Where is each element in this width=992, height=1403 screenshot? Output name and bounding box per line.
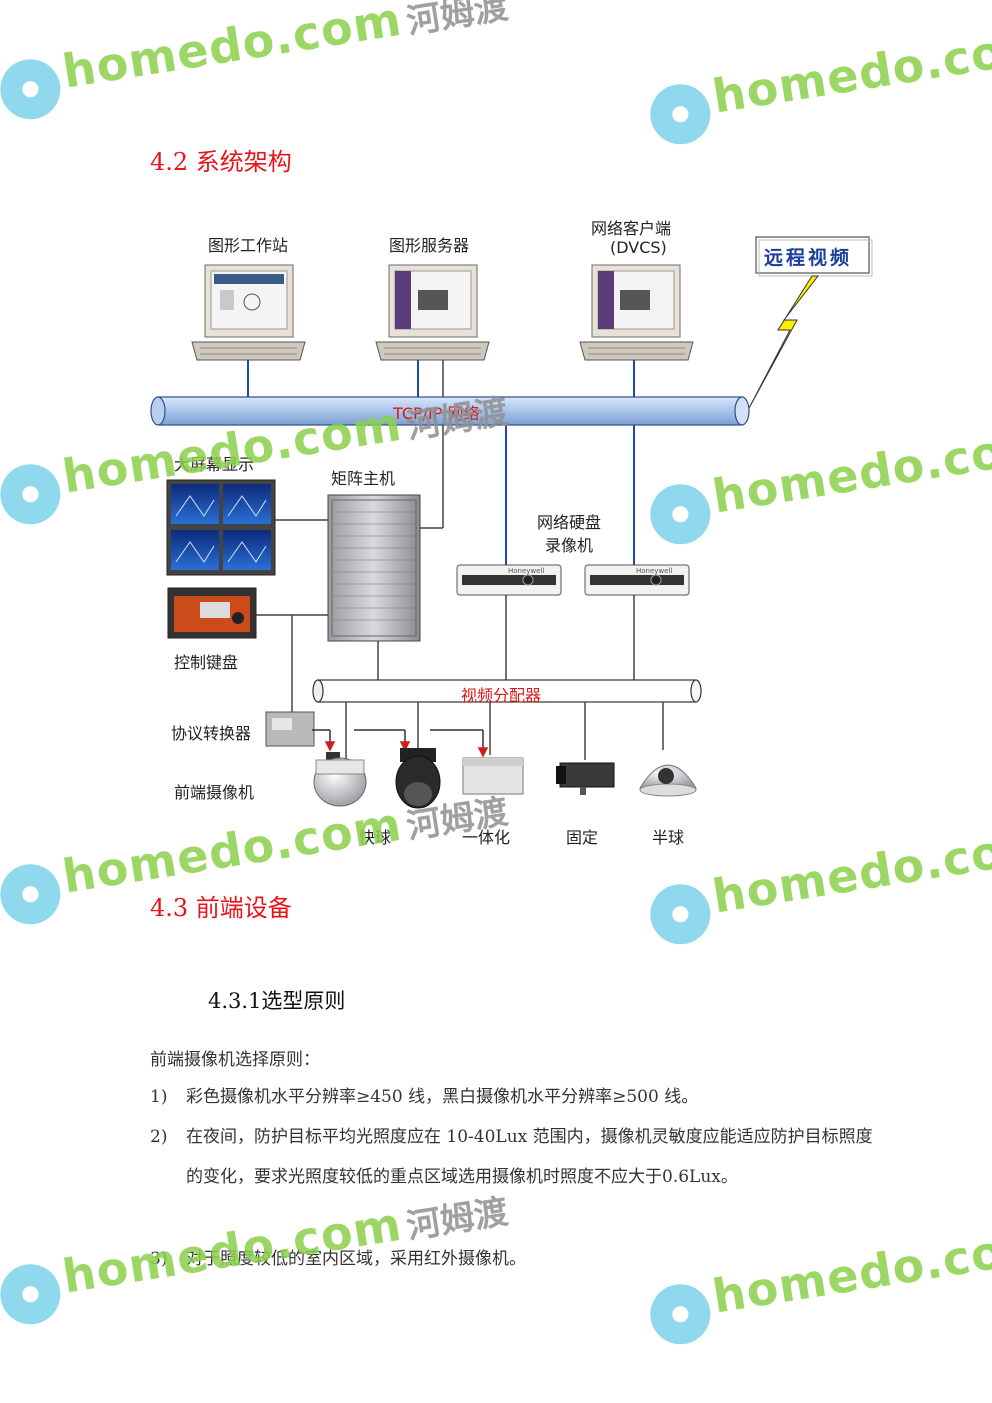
nvr-1 [456,564,562,596]
label-client-line1: 网络客户端 [591,219,672,238]
label-workstation: 图形工作站 [208,236,289,255]
label-server: 图形服务器 [389,236,470,255]
control-keyboard [167,587,257,639]
label-nvr-line1: 网络硬盘 [537,513,602,532]
section-4-3-title: 4.3 前端设备 [150,894,292,922]
half-dome-camera [639,764,697,797]
label-nvr-line2: 录像机 [545,536,594,555]
intro-paragraph: 前端摄像机选择原则： [150,1050,320,1070]
watermark: homedo.com [645,817,992,949]
label-matrix-host: 矩阵主机 [331,469,396,488]
nvr-2-brand: Honeywell [636,567,673,575]
watermark: homedo.com [645,1217,992,1349]
section-4-2-title: 4.2 系统架构 [150,148,292,176]
label-front-camera: 前端摄像机 [174,783,255,802]
label-network: TCP/IP 网络 [393,404,480,423]
big-screen-wall [166,479,276,576]
nvr-2 [584,564,690,596]
client-computer [579,264,694,361]
black-dome-camera [395,748,441,809]
label-half-dome: 半球 [652,828,685,847]
video-distributor-pipe [312,679,702,703]
list-item-1-number: 1) [150,1087,168,1107]
list-item-2-number: 2) [150,1127,168,1147]
label-integrated: 一体化 [462,828,511,847]
label-fixed: 固定 [566,828,599,847]
flower-logo-icon [0,1259,65,1329]
lightning-bolt [747,275,820,411]
workstation-computer [191,264,306,361]
server-computer [375,264,490,361]
list-item-3-number: 3) [150,1249,168,1269]
label-speed-dome: 快球 [359,828,392,847]
label-video-distributor: 视频分配器 [461,686,542,705]
integrated-camera [462,757,524,795]
label-client-line2: (DVCS) [610,238,667,257]
list-item-2-text: 在夜间，防护目标平均光照度应在 10-40Lux 范围内，摄像机灵敏度应能适应防… [186,1127,873,1187]
section-4-3-1-title: 4.3.1选型原则 [208,989,346,1013]
list-item-1-text: 彩色摄像机水平分辨率≥450 线，黑白摄像机水平分辨率≥500 线。 [186,1087,699,1107]
fixed-camera [556,762,615,795]
label-protocol-converter: 协议转换器 [171,724,252,743]
label-control-keyboard: 控制键盘 [174,653,239,672]
flower-logo-icon [645,879,715,949]
speed-dome-camera [313,752,367,807]
matrix-host-rack [327,494,421,642]
label-remote-video: 远程视频 [764,247,853,269]
nvr-1-brand: Honeywell [508,567,545,575]
protocol-converter [265,711,315,747]
list-item-3-text: 对于照度较低的室内区域，采用红外摄像机。 [186,1249,526,1269]
flower-logo-icon [645,1279,715,1349]
label-big-screen: 大屏幕显示 [174,455,255,474]
tcp-ip-network-pipe [150,396,750,426]
system-architecture-diagram: 图形工作站 图形服务器 网络客户端 (DVCS) 远程视频 TCP/IP 网络 … [150,219,873,847]
